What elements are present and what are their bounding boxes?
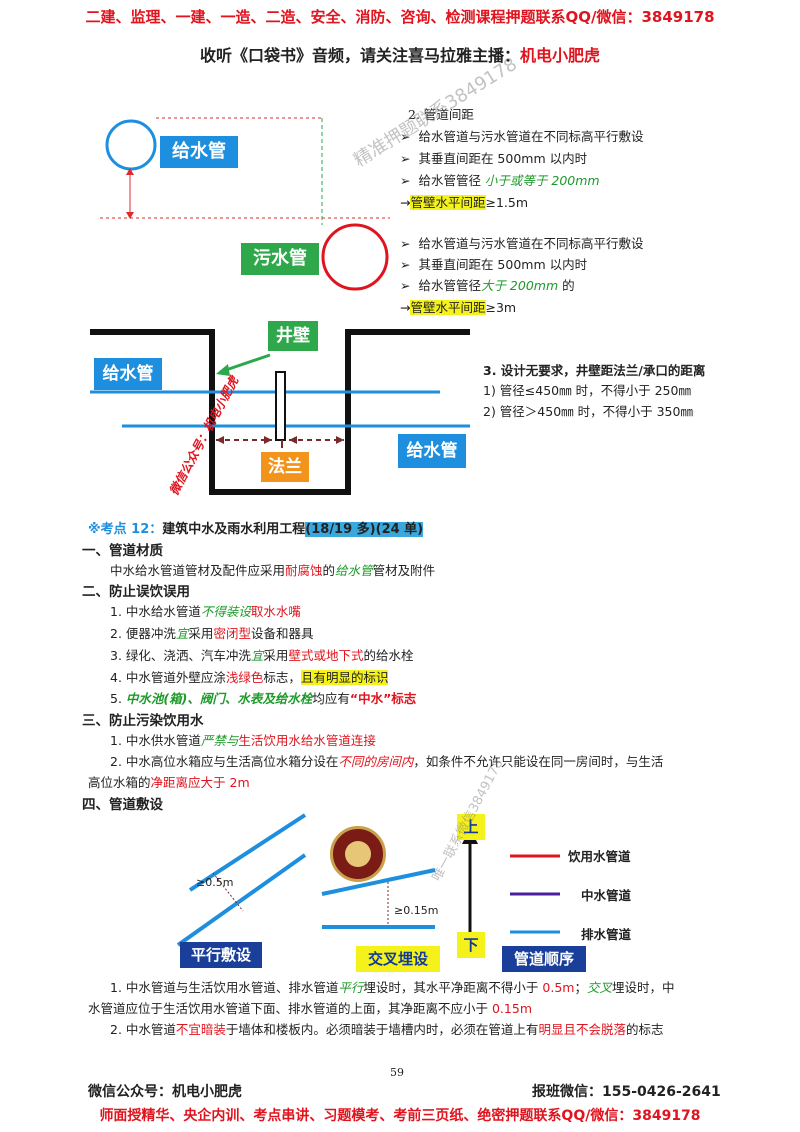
up-label: 上 — [457, 814, 485, 840]
spacing-conclusion-b: →管壁水平间距≥3m — [400, 300, 517, 315]
down-label: 下 — [457, 932, 485, 958]
laying-para-1b: 水管道应位于生活饮用水管道下面、排水管道的上面，其净距离不应小于 0.15m — [88, 1001, 532, 1016]
section3-item-1: 1. 中水供水管道严禁与生活饮用水给水管道连接 — [110, 733, 376, 748]
section2-item-4: 4. 中水管道外壁应涂浅绿色标志，且有明显的标识 — [110, 670, 389, 685]
spacing-bullet-b3: ➢ 给水管管径大于 200mm 的 — [400, 278, 575, 293]
wall-distance-title: 3. 设计无要求，井壁距法兰/承口的距离 — [483, 363, 706, 378]
subtitle-name: 机电小肥虎 — [520, 46, 601, 65]
spacing-bullet-b1: ➢ 给水管道与污水管道在不同标高平行敷设 — [400, 236, 644, 251]
cross-label: 交叉埋设 — [356, 946, 440, 972]
seal-stamp — [330, 826, 386, 882]
section2-item-1: 1. 中水给水管道不得装设取水水嘴 — [110, 604, 301, 619]
bottom-banner: 师面授精华、央企内训、考点串讲、习题模考、考前三页纸、绝密押题联系QQ/微信：3… — [99, 1108, 701, 1124]
section3-heading: 三、防止污染饮用水 — [82, 713, 204, 729]
subtitle-prefix: 收听《口袋书》音频，请关注喜马拉雅主播： — [199, 46, 520, 65]
pipe-laying-diagram — [176, 813, 560, 947]
wall-distance-item-1: 1) 管径≤450㎜ 时，不得小于 250㎜ — [483, 383, 691, 398]
sewage-pipe-label: 污水管 — [241, 243, 319, 275]
section2-item-5: 5. 中水池(箱)、阀门、水表及给水栓均应有“中水”标志 — [110, 691, 417, 706]
wall-distance-item-2: 2) 管径＞450㎜ 时，不得小于 350㎜ — [483, 404, 693, 419]
section4-heading: 四、管道敷设 — [82, 797, 163, 813]
laying-para-1: 1. 中水管道与生活饮用水管道、排水管道平行埋设时，其水平净距离不得小于 0.5… — [110, 980, 675, 995]
cross-gap-label: ≥0.15m — [394, 904, 439, 917]
section2-item-3: 3. 绿化、浇洒、汽车冲洗宜采用壁式或地下式的给水栓 — [110, 648, 414, 663]
parallel-gap-label: ≥0.5m — [196, 876, 234, 889]
section1-heading: 一、管道材质 — [82, 543, 163, 559]
spacing-conclusion-a: →管壁水平间距≥1.5m — [400, 195, 529, 210]
supply-pipe-label: 给水管 — [160, 136, 238, 168]
spacing-bullet-a3: ➢ 给水管管径 小于或等于 200mm — [400, 173, 600, 188]
section3-item-2b: 高位水箱的净距离应大于 2m — [88, 775, 250, 790]
footer-wechat-left: 微信公众号：机电小肥虎 — [88, 1084, 242, 1100]
spacing-bullet-a1: ➢ 给水管道与污水管道在不同标高平行敷设 — [400, 129, 644, 144]
topic-title: ※考点 12：建筑中水及雨水利用工程(18/19 多)(24 单) — [88, 522, 424, 537]
spacing-bullet-b2: ➢ 其垂直间距在 500mm 以内时 — [400, 257, 588, 272]
well-wall-label: 井壁 — [268, 321, 318, 351]
section2-heading: 二、防止误饮误用 — [82, 584, 190, 600]
supply-pipe-circle — [105, 119, 157, 171]
parallel-label: 平行敷设 — [180, 942, 262, 968]
seal-inner — [345, 841, 371, 867]
subtitle: 收听《口袋书》音频，请关注喜马拉雅主播：机电小肥虎 — [0, 42, 800, 66]
supply-pipe-right-label: 给水管 — [398, 434, 466, 468]
pipe-label-drain: 排水管道 — [581, 927, 632, 942]
footer-wechat-right: 报班微信：155-0426-2641 — [532, 1084, 721, 1100]
well-wall-diagram — [90, 329, 470, 495]
supply-pipe-left-label: 给水管 — [94, 358, 162, 390]
pipe-label-reclaimed: 中水管道 — [581, 888, 632, 903]
spacing-bullet-a2: ➢ 其垂直间距在 500mm 以内时 — [400, 151, 588, 166]
sewage-pipe-circle — [321, 223, 389, 291]
section1-line: 中水给水管道管材及配件应采用耐腐蚀的给水管管材及附件 — [110, 563, 436, 578]
top-banner: 二建、监理、一建、一造、二造、安全、消防、咨询、检测课程押题联系QQ/微信：38… — [85, 8, 715, 26]
flange-label: 法兰 — [261, 452, 309, 482]
section2-item-2: 2. 便器冲洗宜采用密闭型设备和器具 — [110, 626, 314, 641]
page-number: 59 — [390, 1066, 404, 1079]
spacing-title: 2. 管道间距 — [408, 107, 474, 122]
section3-item-2: 2. 中水高位水箱应与生活高位水箱分设在不同的房间内，如条件不允许只能设在同一房… — [110, 754, 664, 769]
order-label: 管道顺序 — [502, 946, 586, 972]
pipe-spacing-diagram — [100, 117, 390, 291]
laying-para-2: 2. 中水管道不宜暗装于墙体和楼板内。必须暗装于墙槽内时，必须在管道上有明显且不… — [110, 1022, 664, 1037]
pipe-label-potable: 饮用水管道 — [568, 849, 631, 864]
